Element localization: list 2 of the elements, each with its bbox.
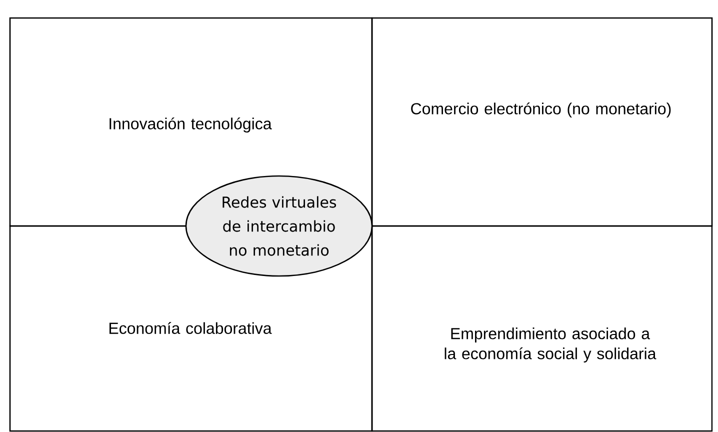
quadrant-box: Emprendimiento asociado a la economía social y solidaria [371,225,713,432]
quadrant-box: Comercio electrónico (no monetario) [371,17,713,227]
